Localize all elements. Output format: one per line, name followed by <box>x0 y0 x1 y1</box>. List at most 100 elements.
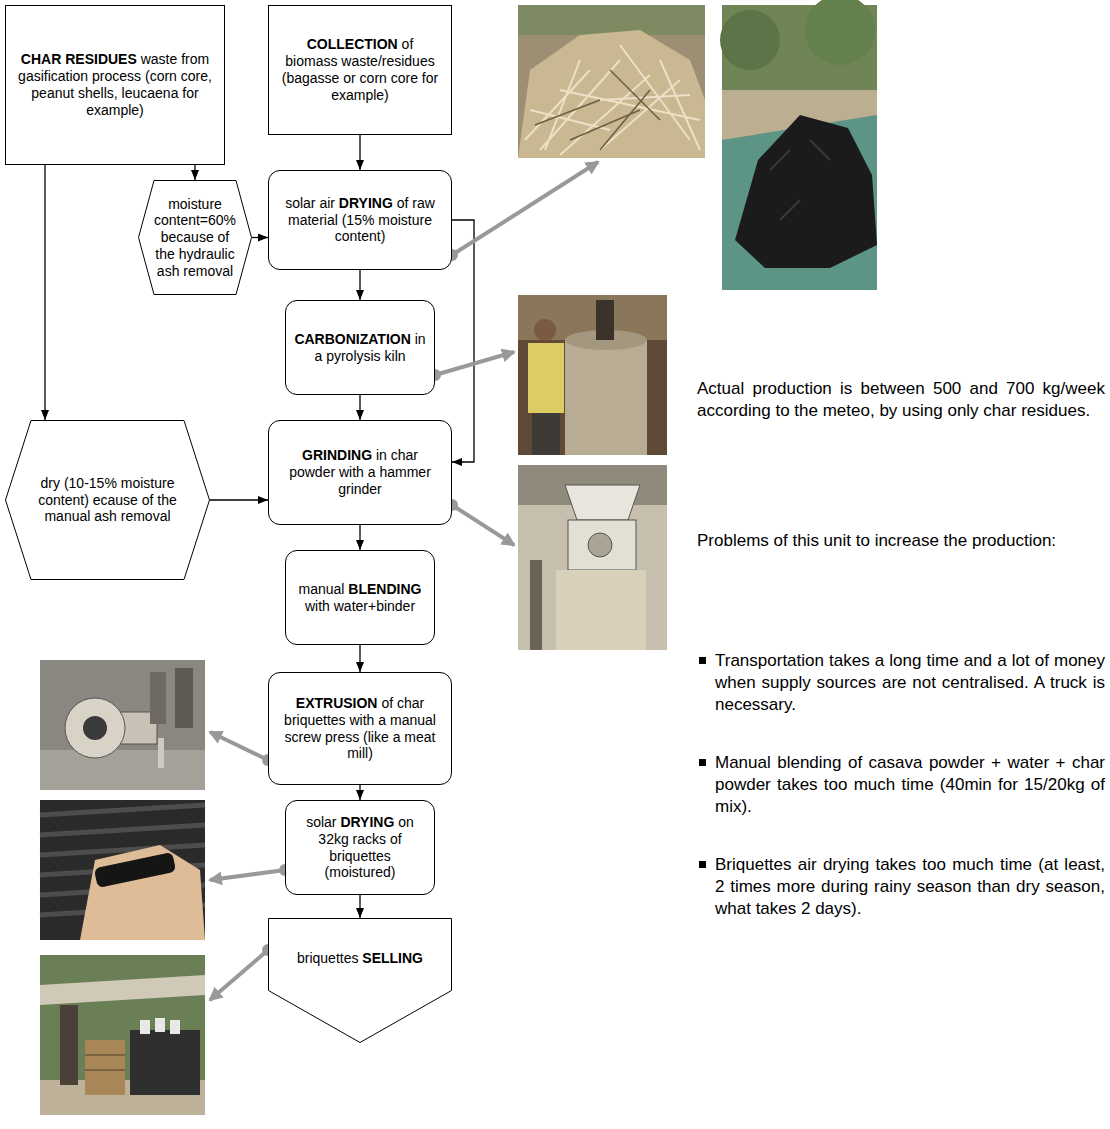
node-text: EXTRUSION of char briquettes with a manu… <box>279 695 441 762</box>
bold-word: COLLECTION <box>307 36 398 52</box>
flow-arrow <box>359 645 360 672</box>
leader-lines-part <box>210 732 268 760</box>
shop-photo <box>40 955 205 1115</box>
shop-photo-part <box>140 1020 150 1034</box>
extruder-photo-part <box>158 738 164 768</box>
node-text: solar air DRYING of raw material (15% mo… <box>279 195 441 245</box>
kiln-photo-part <box>518 295 667 455</box>
flow-arrow <box>359 395 360 420</box>
kiln-photo-part <box>565 340 647 455</box>
extruder-photo-part <box>83 716 107 740</box>
grinder-photo-part <box>568 520 636 570</box>
flow-arrow <box>359 270 360 300</box>
kiln-photo-part <box>528 343 564 413</box>
briquettes-hand-photo <box>40 800 205 940</box>
shop-photo-part <box>85 1040 125 1095</box>
node-text-group: briquettes SELLING <box>297 950 423 967</box>
kiln-photo-part <box>532 413 560 455</box>
node-text-group: EXTRUSION of char briquettes with a manu… <box>279 695 441 762</box>
process-box: COLLECTION of biomass waste/residues (ba… <box>268 5 452 135</box>
bold-word: BLENDING <box>348 581 421 597</box>
shop-photo-part <box>155 1018 165 1032</box>
condition-hexagon: moisture content=60% because of the hydr… <box>138 180 252 295</box>
node-text-group: solar air DRYING of raw material (15% mo… <box>279 195 441 245</box>
process-step: solar air DRYING of raw material (15% mo… <box>268 170 452 270</box>
shop-photo-part <box>170 1020 180 1034</box>
node-text: dry (10-15% moisture content) ecause of … <box>33 475 182 525</box>
bold-word: DRYING <box>340 814 394 830</box>
node-text-group: CHAR RESIDUES waste from gasification pr… <box>16 51 214 118</box>
shop-photo-part <box>60 1005 78 1085</box>
flow-arrow <box>194 165 195 180</box>
flow-arrow <box>359 525 360 550</box>
offpage-connector: briquettes SELLING <box>268 918 452 1043</box>
grinder-photo-part <box>556 570 646 650</box>
kiln-photo-part <box>534 319 556 341</box>
node-text-group: COLLECTION of biomass waste/residues (ba… <box>279 36 441 103</box>
straw-photo <box>518 5 705 158</box>
briquettes-hand-photo-part <box>80 845 205 940</box>
node-text-group: manual BLENDING with water+binder <box>292 581 428 615</box>
leader-lines <box>210 162 598 1000</box>
bullet-squares-part <box>699 759 706 766</box>
straw-photo-part <box>518 5 705 35</box>
charcoal-photo-part <box>720 10 780 70</box>
process-step: manual BLENDING with water+binder <box>285 550 435 645</box>
note-text: Transportation takes a long time and a l… <box>715 650 1105 716</box>
shop-photo-part <box>85 1055 125 1070</box>
note-text: Manual blending of casava powder + water… <box>715 752 1105 818</box>
flow-arrow <box>359 785 360 800</box>
condition-hexagon: dry (10-15% moisture content) ecause of … <box>5 420 210 580</box>
bold-word: SELLING <box>362 950 423 966</box>
condition-hexagon-shape <box>6 421 210 580</box>
note-text: Problems of this unit to increase the pr… <box>697 530 1105 552</box>
process-step: GRINDING in char powder with a hammer gr… <box>268 420 452 525</box>
straw-photo-part <box>518 5 705 158</box>
extruder-photo <box>40 660 205 790</box>
flow-arrow <box>359 135 360 170</box>
offpage-connector-outline <box>268 918 452 1043</box>
note-text: Briquettes air drying takes too much tim… <box>715 854 1105 920</box>
bullet-squares <box>699 657 706 868</box>
leader-lines-part <box>452 505 514 545</box>
kiln-photo-part <box>596 300 614 340</box>
straw-photo-part <box>535 70 660 150</box>
leader-lines-part <box>435 352 514 375</box>
extruder-photo-part <box>65 698 125 758</box>
extruder-photo-part <box>175 668 193 728</box>
charcoal-photo <box>720 0 877 290</box>
grinder-photo-part <box>518 465 667 650</box>
leader-lines-part <box>210 950 268 1000</box>
bold-word: EXTRUSION <box>296 695 378 711</box>
extruder-photo-part <box>40 660 205 790</box>
straw-photo-part <box>518 30 705 158</box>
bold-word: CARBONIZATION <box>294 331 410 347</box>
offpage-connector-shape <box>269 919 452 1043</box>
bold-word: GRINDING <box>302 447 372 463</box>
node-text-group: moisture content=60% because of the hydr… <box>150 196 240 280</box>
node-text: COLLECTION of biomass waste/residues (ba… <box>279 36 441 103</box>
leader-dots <box>262 249 458 956</box>
charcoal-photo-part <box>735 115 877 268</box>
flow-arrow <box>44 165 45 420</box>
briquettes-hand-photo-part <box>40 800 205 940</box>
condition-hexagon-shape <box>139 181 252 295</box>
flow-arrow <box>359 895 360 918</box>
shop-photo-part <box>40 975 205 1005</box>
process-step: EXTRUSION of char briquettes with a manu… <box>268 672 452 785</box>
bold-word: RESIDUES <box>65 51 137 67</box>
grinder-photo-part <box>588 533 612 557</box>
grinder-photo <box>518 465 667 650</box>
node-text: moisture content=60% because of the hydr… <box>150 196 240 280</box>
process-step: solar DRYING on 32kg racks of briquettes… <box>285 800 435 895</box>
leader-lines-part <box>210 870 285 880</box>
shop-photo-part <box>130 1030 200 1095</box>
shop-photo-part <box>40 955 205 1115</box>
grinder-photo-part <box>530 560 542 650</box>
briquettes-hand-photo-part <box>94 852 176 888</box>
process-box: CHAR RESIDUES waste from gasification pr… <box>5 5 225 165</box>
charcoal-photo-part <box>805 0 875 65</box>
process-step: CARBONIZATION in a pyrolysis kiln <box>285 300 435 395</box>
node-text: GRINDING in char powder with a hammer gr… <box>279 447 441 497</box>
